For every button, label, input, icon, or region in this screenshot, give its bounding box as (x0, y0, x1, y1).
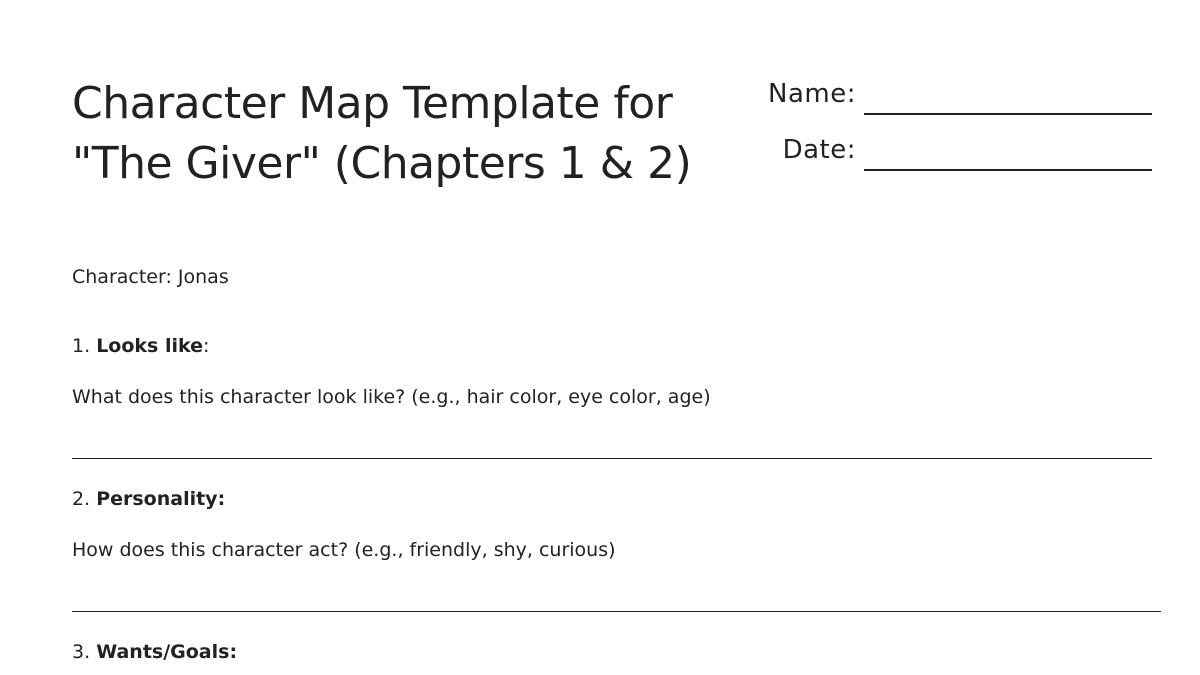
section-number: 3. (72, 641, 91, 663)
section-title: Wants/Goals: (96, 641, 238, 663)
section-heading-looks-like: 1. Looks like: (72, 333, 209, 359)
section-title: Looks like (96, 335, 203, 357)
section-title: Personality: (96, 488, 226, 510)
name-blank-line[interactable] (864, 113, 1152, 115)
section-prompt-personality: How does this character act? (e.g., frie… (72, 539, 616, 561)
answer-line-looks-like[interactable] (72, 458, 1152, 459)
date-field[interactable]: Date: (740, 132, 1152, 172)
section-heading-personality: 2. Personality: (72, 486, 225, 512)
character-name: Character: Jonas (72, 266, 229, 288)
date-blank-line[interactable] (864, 169, 1152, 171)
section-title-suffix: : (203, 335, 210, 357)
page-title: Character Map Template for "The Giver" (… (72, 78, 692, 189)
name-field[interactable]: Name: (740, 76, 1152, 116)
section-number: 2. (72, 488, 91, 510)
date-label: Date: (782, 135, 856, 165)
name-label: Name: (768, 79, 856, 109)
section-number: 1. (72, 335, 91, 357)
section-prompt-looks-like: What does this character look like? (e.g… (72, 386, 711, 408)
section-heading-wants-goals: 3. Wants/Goals: (72, 639, 237, 665)
answer-line-personality[interactable] (72, 611, 1161, 612)
